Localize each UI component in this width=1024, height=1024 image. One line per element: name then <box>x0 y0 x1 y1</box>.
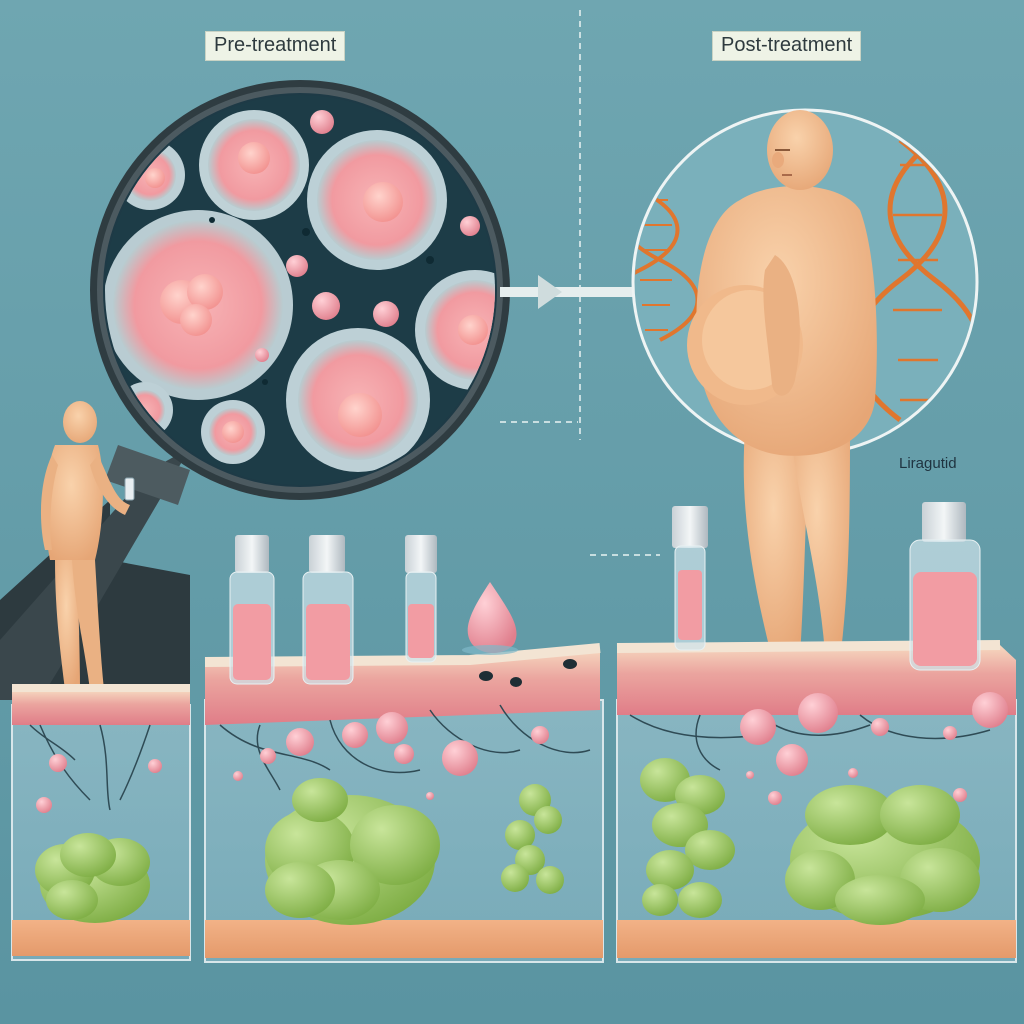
drug-name-label: Liragutid <box>899 455 957 472</box>
vial-icon <box>229 535 275 685</box>
vesicles <box>255 110 480 362</box>
fat-cluster <box>35 833 150 923</box>
tissue-panel-middle <box>204 535 604 963</box>
adipose-cell <box>105 210 293 400</box>
droplet-icon <box>462 582 518 655</box>
fat-cluster <box>785 785 980 925</box>
obese-person <box>687 110 877 669</box>
fat-chain <box>501 784 564 894</box>
vesicles <box>233 712 549 800</box>
cell-gaps <box>209 217 434 385</box>
adipose-cell <box>286 328 430 472</box>
vesicles <box>740 692 1008 805</box>
adipose-cell <box>307 130 447 270</box>
adipose-cells-view <box>105 95 495 485</box>
tissue-panel-left <box>11 684 191 961</box>
fat-cluster <box>640 758 735 918</box>
adipose-cell <box>201 400 265 464</box>
tissue-panel-right <box>616 502 1017 963</box>
vesicles <box>36 754 162 813</box>
post-treatment-label: Post-treatment <box>712 31 862 61</box>
magnifying-glass-icon <box>90 80 510 500</box>
divider-lines <box>500 10 660 556</box>
vial-icon <box>302 535 354 685</box>
fat-cluster <box>265 778 440 925</box>
vial-icon <box>405 535 437 663</box>
vial-icon <box>909 502 981 671</box>
arrow-right-icon <box>500 275 635 309</box>
dna-helix-icon <box>635 178 700 352</box>
vial-icon <box>672 506 708 651</box>
person-icon <box>40 401 135 697</box>
adipose-cell <box>199 110 309 220</box>
pre-treatment-label: Pre-treatment <box>205 31 346 61</box>
dark-granules <box>479 659 577 687</box>
adipose-cell <box>415 270 495 390</box>
